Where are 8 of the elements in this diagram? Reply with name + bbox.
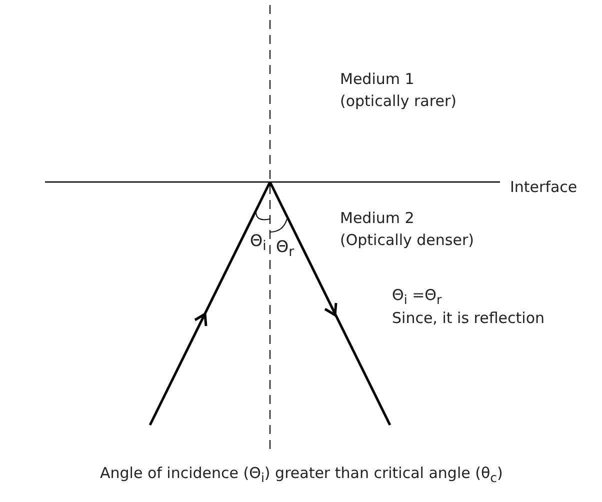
note-text: Since, it is reflection xyxy=(392,308,544,329)
medium-label: Medium 1 (optically rarer) xyxy=(340,69,458,112)
angle-label: Θ$_{i}$ xyxy=(250,230,266,256)
caption: Angle of incidence (Θ$_{i}$) greater than critical angle (θ$_{c}$) xyxy=(100,463,503,487)
equation-text: Θ$_{i}$ =Θ$_{r}$ xyxy=(392,285,442,309)
medium-label: Medium 2 (Optically denser) xyxy=(340,208,475,251)
angle-label: Θ$_{r}$ xyxy=(276,236,294,262)
interface-label: Interface xyxy=(510,177,578,198)
